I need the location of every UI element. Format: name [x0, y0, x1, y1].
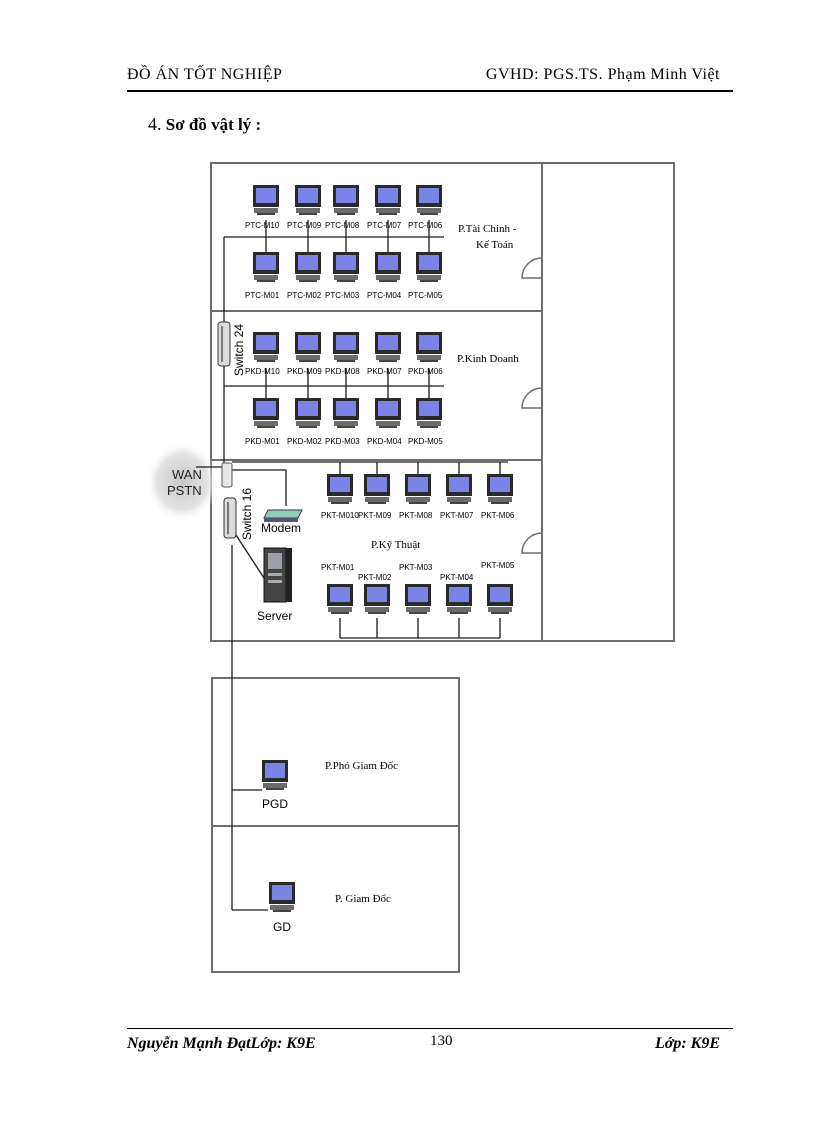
modem-label: Modem — [261, 521, 301, 535]
footer-author: Nguyễn Mạnh ĐạtLớp: K9E — [127, 1035, 316, 1052]
section-title: Sơ đồ vật lý : — [165, 115, 262, 134]
pc-pkd-bottom-2 — [295, 398, 321, 428]
room-ky-thuat: P.Kỹ Thuật — [371, 539, 420, 551]
pc-label-pkt-top-5: PKT-M06 — [481, 511, 515, 520]
pc-label-ptc-bottom-4: PTC-M04 — [367, 291, 402, 300]
pc-pkd-top-5 — [416, 332, 442, 362]
pc-pkd-top-4 — [375, 332, 401, 362]
pc-label-pkt-top-4: PKT-M07 — [440, 511, 474, 520]
pc-label-pkt-bottom-2: PKT-M02 — [358, 573, 392, 582]
pc-pkt-top-3 — [405, 474, 431, 504]
pc-pkd-top-3 — [333, 332, 359, 362]
pc-ptc-top-5 — [416, 185, 442, 215]
wan-label: WAN — [172, 467, 202, 482]
router-hub — [221, 462, 233, 488]
room-tai-chinh-line1: P.Tài Chính - — [458, 223, 517, 235]
pc-label-pkt-top-1: PKT-M010 — [321, 511, 359, 520]
pc-pgd — [262, 760, 288, 790]
switch-24 — [217, 321, 231, 367]
pc-ptc-bottom-4 — [375, 252, 401, 282]
room-tai-chinh-line2: Kế Toán — [476, 239, 514, 251]
section-number: 4. — [148, 114, 162, 134]
pc-label-pkt-top-2: PKT-M09 — [358, 511, 392, 520]
pc-label-ptc-top-5: PTC-M06 — [408, 221, 443, 230]
pc-label-ptc-top-1: PTC-M10 — [245, 221, 280, 230]
pgd-label: PGD — [262, 797, 288, 811]
building-outline — [210, 162, 675, 973]
pc-label-ptc-top-3: PTC-M08 — [325, 221, 360, 230]
pstn-label: PSTN — [167, 483, 202, 498]
pc-label-pkt-bottom-3: PKT-M03 — [399, 563, 433, 572]
header-left: ĐỒ ÁN TỐT NGHIỆP — [127, 66, 283, 83]
room-giam-doc: P. Giam Đốc — [335, 893, 391, 905]
pc-label-pkt-bottom-5: PKT-M05 — [481, 561, 515, 570]
footer-class: Lớp: K9E — [654, 1035, 720, 1052]
pc-ptc-bottom-2 — [295, 252, 321, 282]
pc-label-pkd-bottom-1: PKD-M01 — [245, 437, 280, 446]
footer-page-number: 130 — [430, 1033, 453, 1049]
pc-label-ptc-bottom-5: PTC-M05 — [408, 291, 443, 300]
pc-pkt-top-2 — [364, 474, 390, 504]
server — [263, 547, 292, 603]
pc-label-pkt-bottom-4: PKT-M04 — [440, 573, 474, 582]
wan-cloud — [146, 442, 218, 522]
pc-pkd-top-1 — [253, 332, 279, 362]
pc-label-pkd-top-2: PKD-M09 — [287, 367, 322, 376]
pc-pkt-bottom-3 — [405, 584, 431, 614]
server-label: Server — [257, 609, 292, 623]
switch24-label: Switch 24 — [232, 324, 246, 376]
footer-rule — [127, 1028, 733, 1029]
pc-label-pkd-bottom-2: PKD-M02 — [287, 437, 322, 446]
pc-label-pkd-top-4: PKD-M07 — [367, 367, 402, 376]
pc-ptc-top-2 — [295, 185, 321, 215]
pc-pkd-bottom-5 — [416, 398, 442, 428]
pc-pkt-bottom-5 — [487, 584, 513, 614]
room-pho-giam-doc: P.Phó Giam Đốc — [325, 760, 398, 772]
pc-pkt-bottom-1 — [327, 584, 353, 614]
pc-label-pkd-bottom-5: PKD-M05 — [408, 437, 443, 446]
pc-ptc-bottom-1 — [253, 252, 279, 282]
pc-ptc-top-4 — [375, 185, 401, 215]
pc-pkt-bottom-2 — [364, 584, 390, 614]
section-heading: 4. Sơ đồ vật lý : — [148, 114, 261, 135]
pc-pkt-top-1 — [327, 474, 353, 504]
pc-gd — [269, 882, 295, 912]
pc-pkd-bottom-4 — [375, 398, 401, 428]
pc-label-pkd-bottom-3: PKD-M03 — [325, 437, 360, 446]
room-kinh-doanh: P.Kinh Doanh — [457, 353, 519, 365]
pc-pkt-bottom-4 — [446, 584, 472, 614]
pc-ptc-bottom-5 — [416, 252, 442, 282]
pc-label-ptc-top-4: PTC-M07 — [367, 221, 402, 230]
pc-label-ptc-bottom-3: PTC-M03 — [325, 291, 360, 300]
pc-pkt-top-4 — [446, 474, 472, 504]
pc-label-pkd-top-3: PKD-M08 — [325, 367, 360, 376]
pc-pkd-bottom-1 — [253, 398, 279, 428]
pc-label-ptc-bottom-2: PTC-M02 — [287, 291, 322, 300]
pc-label-pkt-bottom-1: PKT-M01 — [321, 563, 355, 572]
pc-ptc-top-3 — [333, 185, 359, 215]
switch-16 — [223, 497, 237, 539]
pc-pkd-top-2 — [295, 332, 321, 362]
pc-label-pkd-top-5: PKD-M06 — [408, 367, 443, 376]
gd-label: GD — [273, 920, 291, 934]
pc-label-ptc-bottom-1: PTC-M01 — [245, 291, 280, 300]
pc-label-pkd-bottom-4: PKD-M04 — [367, 437, 402, 446]
switch16-label: Switch 16 — [240, 488, 254, 540]
pc-label-ptc-top-2: PTC-M09 — [287, 221, 322, 230]
pc-ptc-top-1 — [253, 185, 279, 215]
pc-pkt-top-5 — [487, 474, 513, 504]
door-arcs — [521, 257, 543, 554]
pc-label-pkt-top-3: PKT-M08 — [399, 511, 433, 520]
pc-label-pkd-top-1: PKD-M10 — [245, 367, 280, 376]
pc-pkd-bottom-3 — [333, 398, 359, 428]
pc-ptc-bottom-3 — [333, 252, 359, 282]
modem — [263, 509, 303, 522]
header-right: GVHD: PGS.TS. Phạm Minh Việt — [485, 66, 720, 83]
header-rule — [127, 90, 733, 92]
